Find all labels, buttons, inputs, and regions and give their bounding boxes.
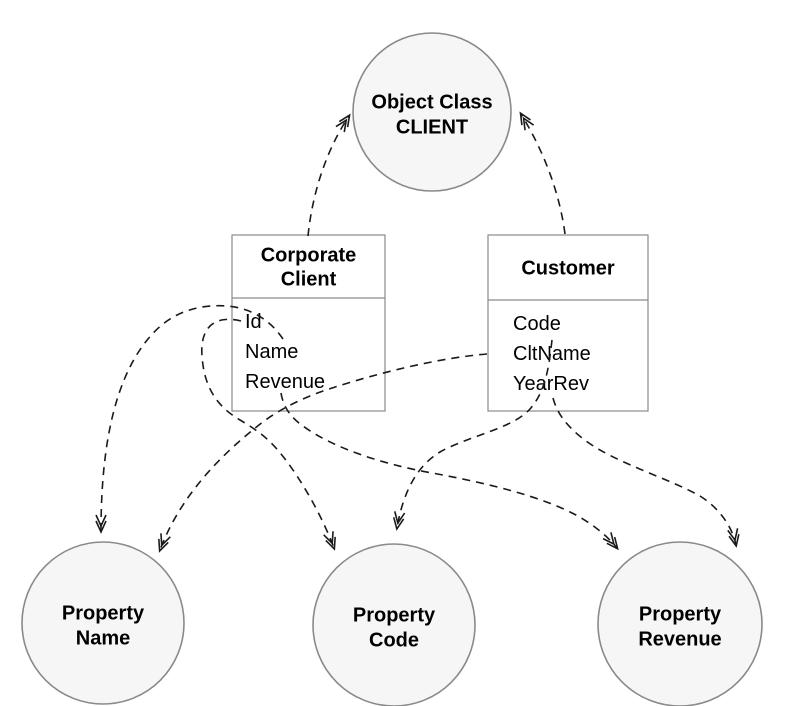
edge-corporate-client-revenue-to-property-revenue (280, 392, 619, 551)
edge-corporate-client-id-to-property-code (201, 318, 336, 551)
edge-corporate-client-to-object-class-client (307, 113, 351, 237)
corporate-client-attribute-revenue: Revenue (245, 371, 325, 393)
edge-customer-code-to-property-code (392, 339, 553, 531)
edge-customer-cltname-to-property-name (158, 353, 488, 553)
corporate-client-title-line: Corporate (261, 245, 357, 267)
object-class-client-label-line: Object Class (371, 92, 492, 114)
corporate-client-title-line: Client (281, 269, 337, 291)
edges-layer (95, 111, 740, 553)
property-revenue-label-line: Property (639, 604, 722, 626)
property-code-label-line: Code (369, 630, 419, 652)
property-name-circle (21, 541, 185, 705)
nodes-layer: CorporateClientIdNameRevenueCustomerCode… (21, 32, 763, 706)
customer-title-line: Customer (521, 258, 615, 280)
corporate-client-attribute-id: Id (245, 311, 262, 333)
property-code-circle (312, 543, 476, 706)
edge-customer-yearrev-to-property-revenue (552, 397, 740, 548)
object-class-client-label-line: CLIENT (396, 117, 468, 139)
property-code-label-line: Property (353, 605, 436, 627)
object-class-client-circle (352, 32, 512, 192)
customer-box (487, 234, 649, 412)
edge-customer-to-object-class-client (519, 111, 566, 235)
corporate-client-box (231, 234, 386, 412)
customer-attribute-cltname: CltName (513, 343, 591, 365)
customer-attribute-yearrev: YearRev (513, 373, 589, 395)
property-name-label-line: Property (62, 603, 145, 625)
property-name-label-line: Name (76, 628, 130, 650)
property-revenue-circle (597, 541, 763, 706)
property-revenue-label-line: Revenue (638, 629, 721, 651)
customer-attribute-code: Code (513, 313, 561, 335)
corporate-client-attribute-name: Name (245, 341, 298, 363)
